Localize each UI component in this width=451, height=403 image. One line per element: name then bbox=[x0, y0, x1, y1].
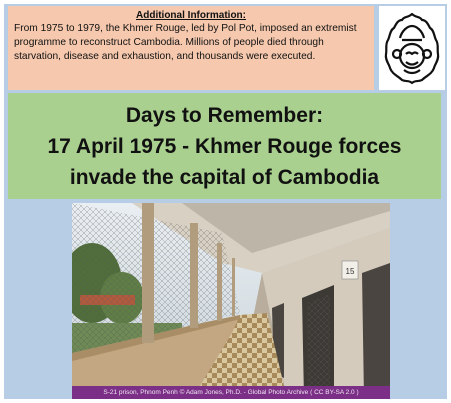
door-sign-number: 15 bbox=[346, 267, 355, 276]
info-title: Additional Information: bbox=[136, 10, 246, 21]
headline-box: Days to Remember: 17 April 1975 - Khmer … bbox=[8, 93, 441, 199]
headline-line-2: 17 April 1975 - Khmer Rouge forces bbox=[47, 134, 402, 158]
slide: Additional Information: From 1975 to 197… bbox=[4, 4, 447, 399]
headline-line-3: invade the capital of Cambodia bbox=[69, 165, 380, 189]
photo-caption: S-21 prison, Phnom Penh © Adam Jones, Ph… bbox=[72, 386, 390, 399]
headline-line-1: Days to Remember: bbox=[125, 103, 324, 127]
logo-icon bbox=[379, 6, 445, 90]
corridor-illustration: 15 bbox=[72, 203, 390, 399]
prison-corridor-photo: 15 S-21 prison, Phnom Penh © Adam Jones,… bbox=[72, 203, 390, 399]
info-body: From 1975 to 1979, the Khmer Rouge, led … bbox=[14, 23, 357, 62]
additional-info-box: Additional Information: From 1975 to 197… bbox=[8, 6, 374, 90]
mask-emblem-icon bbox=[384, 12, 440, 85]
